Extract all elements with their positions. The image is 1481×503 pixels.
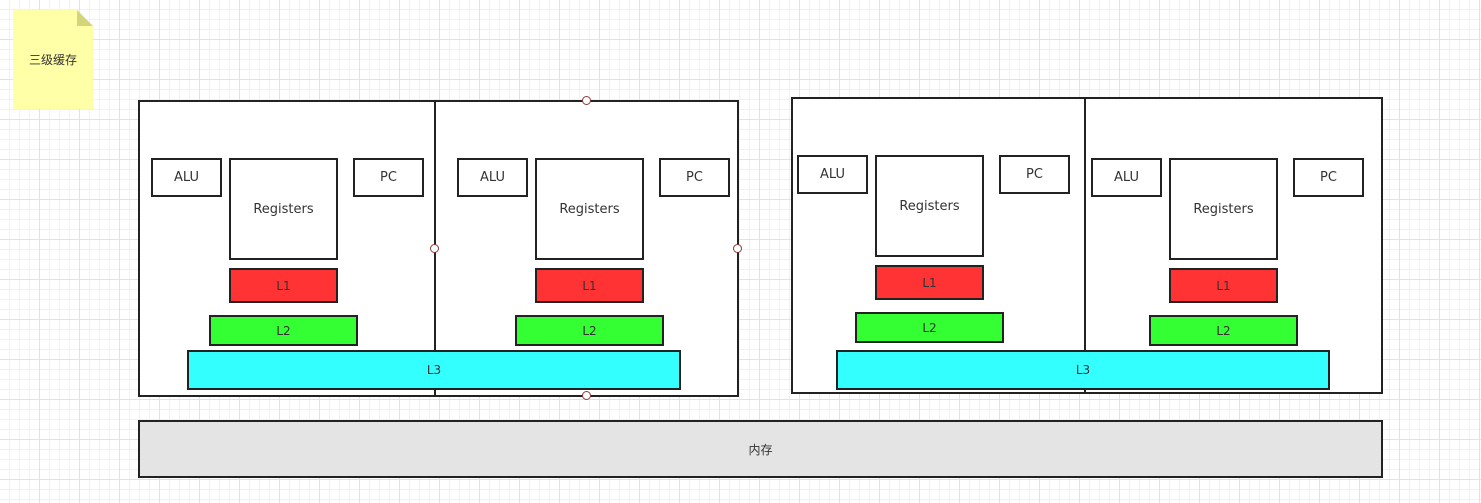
cpu-1-core-1-pc[interactable]: PC: [353, 158, 424, 197]
cpu-2-core-2-pc[interactable]: PC: [1293, 158, 1364, 197]
cpu-2-core-2-alu[interactable]: ALU: [1091, 158, 1162, 197]
cpu-1-l3-cache[interactable]: L3: [187, 350, 681, 390]
l1-label: L1: [1216, 278, 1231, 293]
cpu-2-core-1-alu[interactable]: ALU: [797, 155, 868, 194]
cpu-1-core-1-registers[interactable]: Registers: [229, 158, 338, 260]
cpu-2-core-1-l2-cache[interactable]: L2: [855, 312, 1004, 343]
cpu-2-core-2-registers[interactable]: Registers: [1169, 158, 1278, 260]
cpu-2-core-1-pc[interactable]: PC: [999, 155, 1070, 194]
cpu-1-core-1-alu[interactable]: ALU: [151, 158, 222, 197]
l2-label: L2: [276, 323, 291, 338]
alu-label: ALU: [173, 170, 199, 185]
main-memory[interactable]: 内存: [138, 420, 1383, 478]
cpu-1-core-2-l2-cache[interactable]: L2: [515, 315, 664, 346]
registers-label: Registers: [899, 198, 960, 214]
l2-label: L2: [922, 320, 937, 335]
registers-label: Registers: [559, 201, 620, 217]
resize-handle-bottom[interactable]: [582, 391, 591, 400]
cpu-2-core-2-l2-cache[interactable]: L2: [1149, 315, 1298, 346]
cpu-2-l3-cache[interactable]: L3: [836, 350, 1330, 390]
cpu-1-core-1-l2-cache[interactable]: L2: [209, 315, 358, 346]
pc-label: PC: [1320, 170, 1337, 185]
cpu-1-core-2-l1-cache[interactable]: L1: [535, 268, 644, 303]
pc-label: PC: [1026, 167, 1043, 182]
cpu-2-core-divider: [1084, 97, 1086, 394]
main-memory-label: 内存: [748, 442, 773, 457]
cpu-2-core-1-registers[interactable]: Registers: [875, 155, 984, 257]
sticky-note-text: 三级缓存: [28, 53, 77, 67]
pc-label: PC: [686, 170, 703, 185]
cpu-2-core-1-l1-cache[interactable]: L1: [875, 265, 984, 300]
sticky-note[interactable]: 三级缓存: [13, 10, 93, 109]
registers-label: Registers: [253, 201, 314, 217]
cpu-2-core-2-l1-cache[interactable]: L1: [1169, 268, 1278, 303]
l3-label: L3: [1075, 363, 1091, 377]
l1-label: L1: [582, 278, 597, 293]
l2-label: L2: [582, 323, 597, 338]
alu-label: ALU: [819, 167, 845, 182]
resize-handle-left[interactable]: [430, 244, 439, 253]
sticky-note-fold: [77, 10, 93, 26]
pc-label: PC: [380, 170, 397, 185]
alu-label: ALU: [479, 170, 505, 185]
resize-handle-right[interactable]: [733, 244, 742, 253]
registers-label: Registers: [1193, 201, 1254, 217]
resize-handle-top[interactable]: [582, 96, 591, 105]
l1-label: L1: [276, 278, 291, 293]
cpu-1-core-1-l1-cache[interactable]: L1: [229, 268, 338, 303]
alu-label: ALU: [1113, 170, 1139, 185]
l1-label: L1: [922, 275, 937, 290]
cpu-1-core-2-pc[interactable]: PC: [659, 158, 730, 197]
cpu-1-core-2-alu[interactable]: ALU: [457, 158, 528, 197]
cpu-1-core-2-registers[interactable]: Registers: [535, 158, 644, 260]
l3-label: L3: [426, 363, 442, 377]
l2-label: L2: [1216, 323, 1231, 338]
